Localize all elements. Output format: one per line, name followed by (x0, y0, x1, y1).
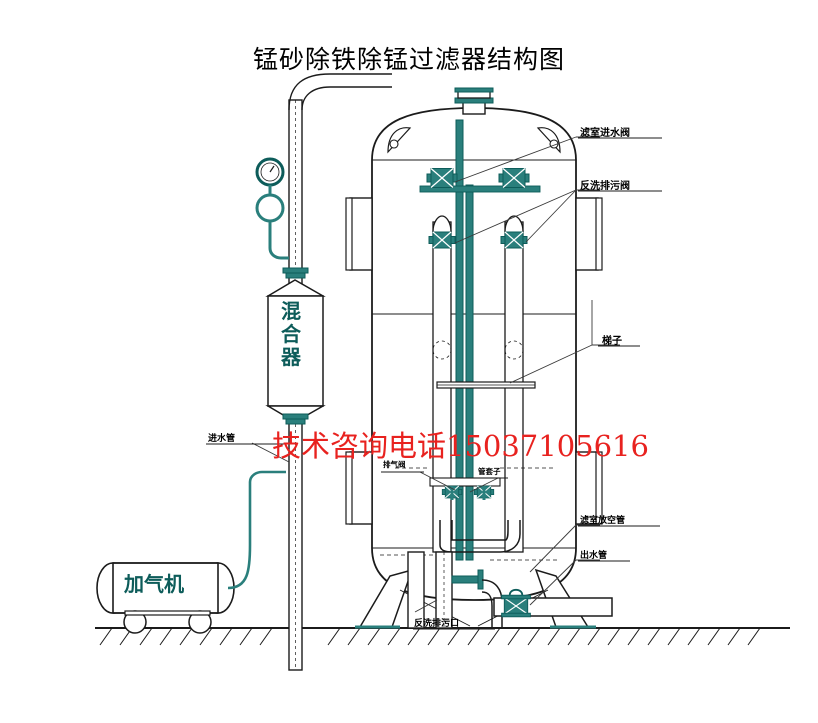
callout-inlet-pipe: 进水管 (208, 434, 236, 444)
mixer-char-1: 混 (281, 299, 301, 323)
callout-exhaust-valve: 排气阀 (383, 460, 406, 469)
mixer-vessel (265, 267, 326, 425)
promo-phone-text: 技术咨询电话15037105616 (272, 429, 649, 463)
callout-outlet-pipe: 出水管 (580, 551, 608, 561)
callout-backwash-drain-valve: 反洗排污阀 (580, 181, 630, 192)
callout-filter-inlet-valve: 滤室进水阀 (580, 128, 630, 139)
air-compressor-unit (96, 470, 286, 634)
callout-backwash-drain-port: 反洗排污口 (414, 619, 460, 629)
mixer-char-2: 合 (281, 322, 301, 346)
pressure-gauge-assembly (255, 157, 289, 260)
bottom-outlet-piping (407, 520, 613, 629)
internal-piping (380, 119, 560, 561)
callout-underlines (206, 137, 662, 630)
side-manhole-flanges (345, 197, 603, 525)
callout-ladder: 梯子 (602, 336, 622, 347)
callout-filter-vent-pipe: 滤室放空管 (580, 516, 626, 526)
mixer-char-3: 器 (281, 345, 301, 369)
page-title: 锰砂除铁除锰过滤器结构图 (252, 45, 565, 74)
callout-pipe-clamp: 管套子 (478, 467, 501, 476)
compressor-label: 加气机 (124, 572, 184, 596)
mixer-label: 混 合 器 (281, 300, 301, 369)
callout-leader-lines (251, 136, 620, 613)
filter-vessel-shell (371, 87, 577, 601)
